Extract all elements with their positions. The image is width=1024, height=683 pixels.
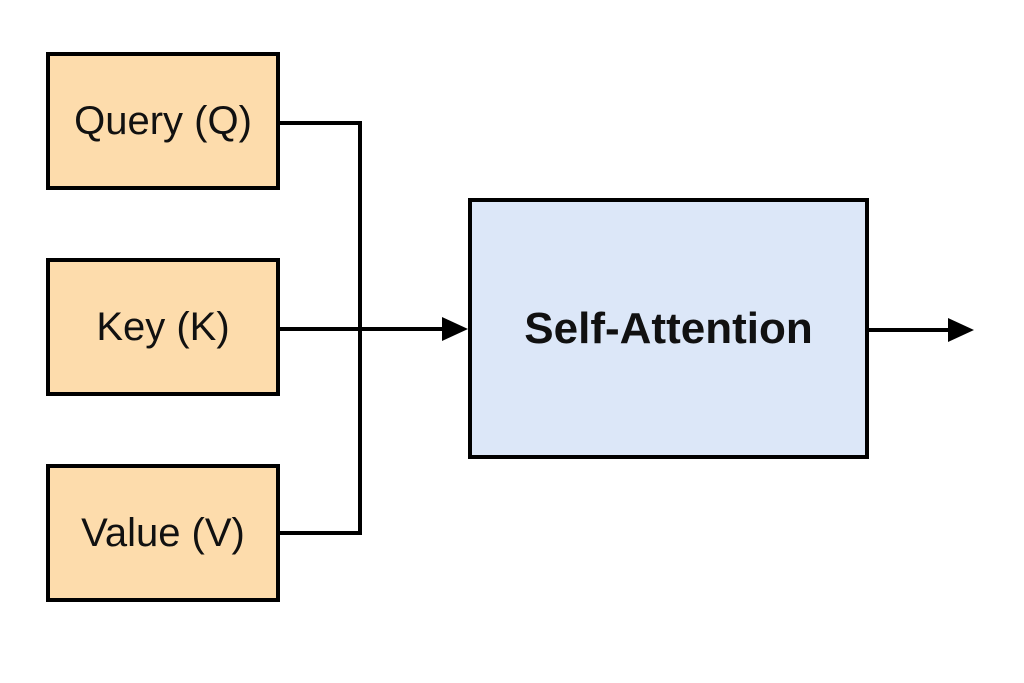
node-key-label: Key (K) [96,305,230,349]
node-query: Query (Q) [46,52,280,190]
node-key: Key (K) [46,258,280,396]
node-self-attention: Self-Attention [468,198,869,459]
output-arrowhead-icon [948,318,974,342]
input-arrowhead-icon [442,317,468,341]
node-value: Value (V) [46,464,280,602]
node-self-attention-label: Self-Attention [524,303,813,353]
node-value-label: Value (V) [81,511,245,555]
node-query-label: Query (Q) [74,99,252,143]
